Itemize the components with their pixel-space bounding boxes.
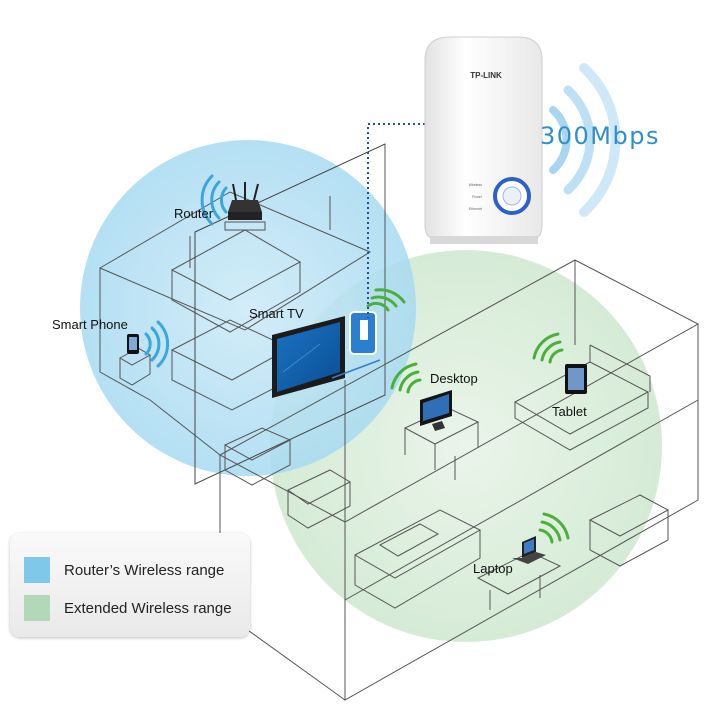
extended-range-swatch — [24, 595, 50, 621]
tablet-signal-icon — [532, 332, 564, 364]
tablet-label: Tablet — [552, 404, 587, 419]
wall-extender-signal-icon — [366, 288, 406, 312]
legend-label: Router’s Wireless range — [64, 561, 225, 579]
legend-label: Extended Wireless range — [64, 599, 232, 617]
extender-led-label: Power — [472, 195, 483, 199]
desktop-device — [420, 390, 452, 431]
extender-led-label: Ethernet — [469, 207, 482, 211]
range-extender-device: Wireless Power Ethernet TP-LINK — [424, 36, 543, 244]
smart-phone-label: Smart Phone — [52, 317, 128, 332]
tablet-device — [565, 364, 587, 394]
house-wireframe — [98, 143, 700, 701]
desktop-signal-icon — [390, 362, 422, 394]
legend-item-extended-range: Extended Wireless range — [24, 595, 232, 621]
router-label: Router — [174, 206, 214, 221]
phone-signal-icon — [144, 320, 170, 368]
extender-signal-icon — [549, 63, 621, 217]
laptop-signal-icon — [538, 512, 570, 544]
speed-label: 300Mbps — [540, 122, 660, 150]
legend-item-router-range: Router’s Wireless range — [24, 557, 224, 583]
router-signal-icon — [200, 174, 228, 226]
extender-led-label: Wireless — [469, 183, 483, 187]
desktop-label: Desktop — [430, 371, 478, 386]
smart-tv-device — [272, 316, 381, 398]
wall-extender-icon — [349, 311, 377, 355]
smart-phone-device — [127, 334, 139, 354]
router-device — [224, 182, 266, 231]
laptop-label: Laptop — [473, 561, 513, 576]
extender-brand-label: TP-LINK — [470, 71, 502, 80]
router-range-swatch — [24, 557, 50, 583]
smart-tv-label: Smart TV — [249, 306, 304, 321]
laptop-device — [512, 536, 546, 564]
extender-link-line — [367, 123, 445, 318]
router-range-circle — [80, 140, 416, 476]
legend: Router’s Wireless range Extended Wireles… — [10, 533, 250, 637]
